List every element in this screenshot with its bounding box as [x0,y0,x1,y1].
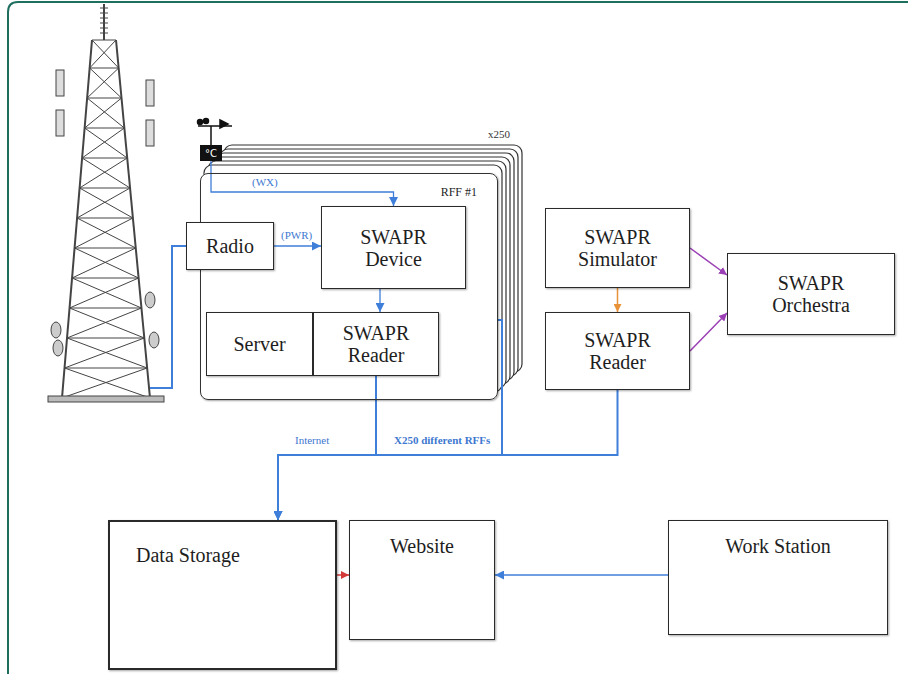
count-label: x250 [488,128,510,141]
box-label: SWAPR Orchestra [756,272,866,316]
box-label: °C [205,148,217,159]
edge-label: (PWR) [279,229,314,242]
sensor-box: °C [200,145,222,161]
box-label: Data Storage [136,544,240,566]
radio-tower [48,4,164,402]
rff-stack [200,145,522,400]
rff-container: RFF #1 SWAPR DeviceServer SWAPR Reader [200,173,498,400]
connector-arrow [337,574,349,576]
group-heading: RFF #1 [441,186,477,199]
connector-arrow [495,574,668,576]
box-label: SWAPR Device [344,226,444,270]
device-box: SWAPR Device [321,206,466,289]
box-label: Work Station [725,535,831,557]
connector-arrow [379,289,380,312]
connector-arrow [617,288,619,312]
box-label: SWAPR Reader [331,322,421,366]
tower-feed-wire [150,246,186,388]
weather-sensor-icon [198,119,233,146]
connector-arrow [278,376,376,520]
reader-box: SWAPR Reader [313,312,439,376]
connector-arrow [278,390,618,520]
storage-box: Data Storage [108,520,337,670]
website-box: Website [349,520,495,640]
edge-label: (WX) [250,176,280,189]
box-label: SWAPR Reader [573,329,663,373]
orchestra-box: SWAPR Orchestra [727,253,895,335]
radio-box: Radio [186,222,274,270]
connector-arrow [690,248,727,275]
workstation-box: Work Station [668,520,888,635]
connector-arrow [274,245,321,246]
simulator-box: SWAPR Simulator [545,208,690,288]
edge-label: X250 different RFFs [392,434,492,447]
box-label: SWAPR Simulator [563,226,673,270]
connector-arrow [690,313,727,351]
box-label: Server [233,333,285,355]
page-frame [8,2,908,674]
box-label: Radio [206,235,254,257]
connector-arrow [211,161,394,206]
reader-box: SWAPR Reader [545,312,690,390]
box-label: Website [390,535,454,557]
edge-label: Internet [293,434,331,447]
server-box: Server [206,312,313,376]
